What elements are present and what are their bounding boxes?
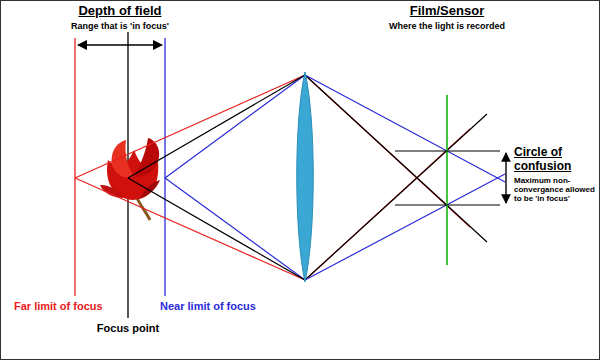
coc-lower-line [395, 204, 500, 205]
section-subtitle: Where the light is recorded [389, 21, 505, 31]
section-heading: Circle of confusion [514, 146, 596, 174]
near-rays [165, 75, 305, 280]
sensor-line [446, 95, 448, 265]
focus-image-rays [305, 75, 487, 280]
lens [297, 72, 314, 282]
section-heading: Film/Sensor [410, 4, 484, 19]
focus-label: Focus point [97, 322, 159, 335]
near-image-rays [305, 75, 505, 280]
focus-rays [128, 75, 305, 280]
depth-arrow [78, 44, 162, 46]
section-subtitle: Maximum non-convergance allowed to be 'i… [514, 176, 596, 204]
near-limit-line [164, 38, 165, 296]
limit-label: Far limit of focus [14, 300, 103, 313]
far-limit-line [74, 38, 75, 296]
far-image-rays [305, 75, 470, 280]
limit-label: Near limit of focus [160, 300, 256, 313]
section-subtitle: Range that is 'in focus' [71, 21, 169, 31]
far-rays [75, 75, 305, 280]
coc-arrow [505, 153, 506, 203]
section-heading: Depth of field [78, 4, 161, 19]
coc-upper-line [395, 150, 500, 151]
